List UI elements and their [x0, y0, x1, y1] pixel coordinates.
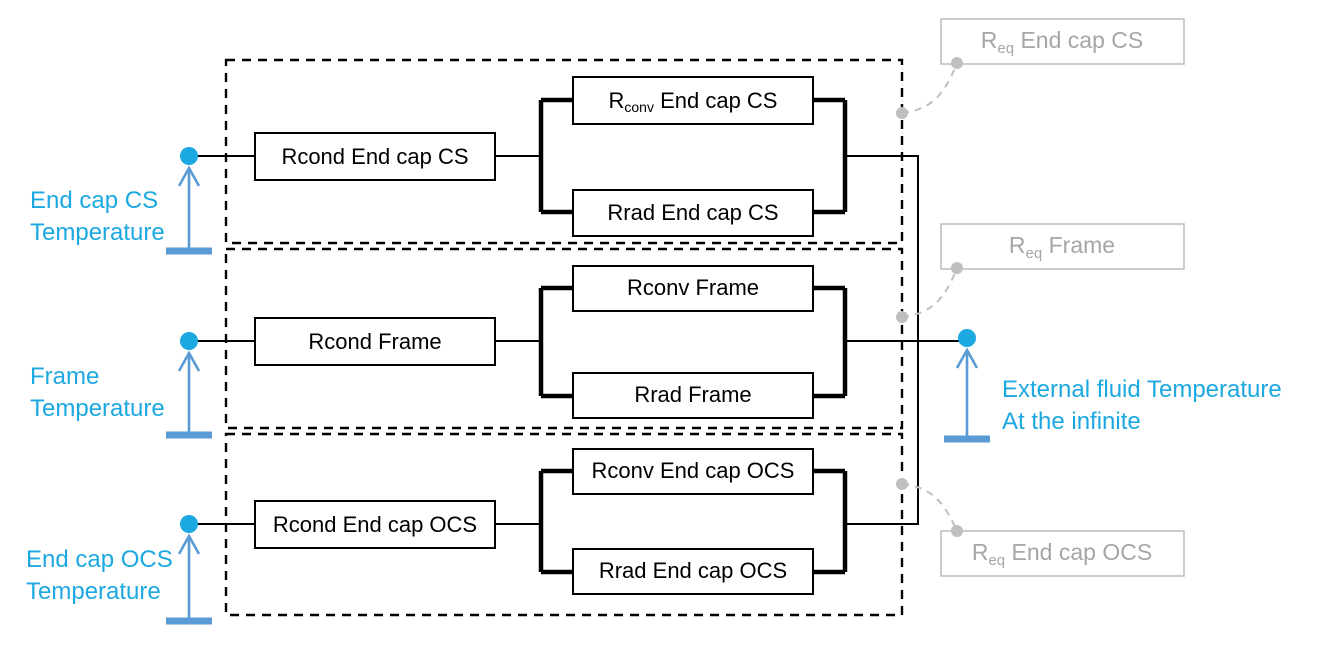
req-frame-rest: Frame [1042, 232, 1115, 258]
resistor-rconv-end-cap-cs [572, 76, 814, 125]
rconv-cs-rest: End cap CS [654, 88, 778, 113]
req-cs-sub: eq [997, 40, 1014, 57]
resistor-rconv-frame [572, 265, 814, 312]
group-boundary-frame [224, 247, 904, 430]
equivalent-box-req-frame-label: Req Frame [1009, 232, 1115, 262]
resistor-rconv-end-cap-cs-label: Rconv End cap CS [609, 88, 778, 115]
temp-arrowhead-end-cap-cs [177, 165, 201, 187]
equivalent-box-req-end-cap-cs-label: Req End cap CS [981, 27, 1143, 57]
callout-connector-req-end-cap-cs [901, 62, 958, 114]
node-dot-external-fluid[interactable] [958, 329, 976, 347]
resistor-rrad-end-cap-cs [572, 189, 814, 237]
rconv-cs-sub: conv [624, 99, 654, 115]
resistor-rconv-end-cap-ocs-label: Rconv End cap OCS [592, 458, 795, 483]
req-ocs-R: R [972, 539, 989, 565]
temperature-label-end-cap-cs-line1: End cap CS [30, 187, 158, 214]
req-ocs-rest: End cap OCS [1005, 539, 1152, 565]
req-cs-rest: End cap CS [1014, 27, 1143, 53]
temp-arrowhead-frame [177, 350, 201, 372]
temp-arrowhead-end-cap-ocs [177, 533, 201, 555]
equivalent-box-req-end-cap-ocs-label: Req End cap OCS [972, 539, 1152, 569]
req-frame-R: R [1009, 232, 1026, 258]
rconv-cs-R: R [609, 88, 625, 113]
equivalent-box-req-end-cap-cs [940, 18, 1185, 65]
callout-box-dot-req-end-cap-ocs [951, 525, 963, 537]
temp-arrowhead-external-fluid [955, 347, 979, 369]
resistor-rrad-end-cap-cs-label: Rrad End cap CS [607, 200, 778, 225]
node-dot-end-cap-ocs[interactable] [180, 515, 198, 533]
resistor-rconv-frame-label: Rconv Frame [627, 275, 759, 300]
equivalent-box-req-frame [940, 223, 1185, 270]
temperature-label-end-cap-cs-line2: Temperature [30, 219, 165, 246]
temperature-label-external-fluid-line1: External fluid Temperature [1002, 376, 1282, 403]
resistor-rrad-frame-label: Rrad Frame [634, 382, 751, 407]
resistor-rcond-frame-label: Rcond Frame [308, 329, 441, 354]
temperature-label-frame-line2: Temperature [30, 395, 165, 422]
temperature-label-frame-line1: Frame [30, 363, 99, 390]
temperature-label-end-cap-ocs-line1: End cap OCS [26, 546, 173, 573]
temperature-label-external-fluid-line2: At the infinite [1002, 408, 1141, 435]
req-cs-R: R [981, 27, 998, 53]
callout-connector-req-end-cap-ocs [901, 483, 958, 533]
callout-anchor-dot-req-end-cap-cs [896, 107, 908, 119]
equivalent-box-req-end-cap-ocs [940, 530, 1185, 577]
resistor-rcond-end-cap-cs-label: Rcond End cap CS [281, 144, 468, 169]
resistor-rconv-end-cap-ocs [572, 448, 814, 495]
node-dot-frame[interactable] [180, 332, 198, 350]
callout-box-dot-req-end-cap-cs [951, 57, 963, 69]
callout-box-dot-req-frame [951, 262, 963, 274]
callout-connector-req-frame [901, 267, 958, 318]
callout-anchor-dot-req-end-cap-ocs [896, 478, 908, 490]
group-boundary-end-cap-cs [224, 58, 904, 245]
temperature-label-end-cap-ocs-line2: Temperature [26, 578, 161, 605]
req-frame-sub: eq [1026, 245, 1043, 262]
resistor-rrad-end-cap-ocs [572, 548, 814, 595]
req-ocs-sub: eq [988, 552, 1005, 569]
callout-anchor-dot-req-frame [896, 311, 908, 323]
resistor-rcond-end-cap-ocs-label: Rcond End cap OCS [273, 512, 477, 537]
resistor-rcond-end-cap-ocs [254, 500, 496, 549]
resistor-rcond-end-cap-cs [254, 132, 496, 181]
node-dot-end-cap-cs[interactable] [180, 147, 198, 165]
resistor-rrad-end-cap-ocs-label: Rrad End cap OCS [599, 558, 787, 583]
